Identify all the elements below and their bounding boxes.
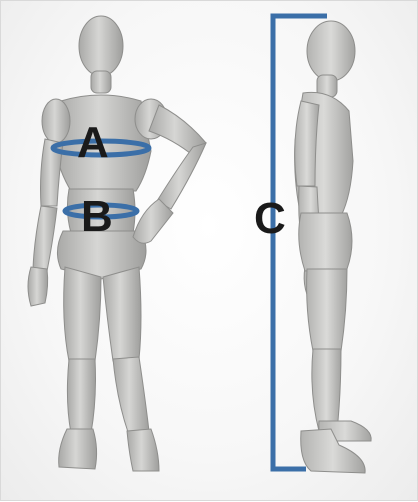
chest-label: A bbox=[77, 121, 109, 165]
waist-label: B bbox=[81, 195, 113, 239]
side-mannequin-icon bbox=[295, 21, 372, 473]
front-mannequin-icon bbox=[28, 16, 206, 471]
height-label: C bbox=[254, 197, 286, 241]
